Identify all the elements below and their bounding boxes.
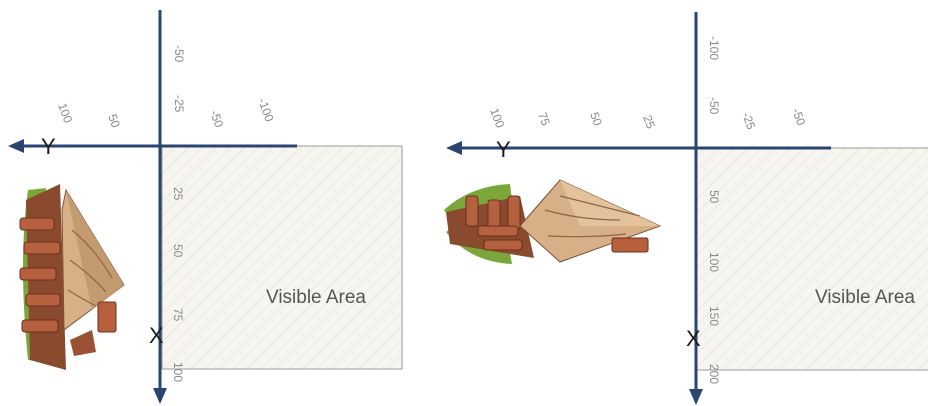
- visible-area-label: Visible Area: [815, 287, 915, 308]
- visible-area-box: [696, 147, 928, 371]
- tick-top: -25: [172, 95, 186, 113]
- visible-area-box: [161, 145, 403, 370]
- tick-x: 100: [707, 252, 721, 272]
- tick-y: -50: [789, 106, 808, 127]
- tick-x: 25: [171, 187, 185, 201]
- tick-y: 100: [55, 101, 75, 125]
- tick-y: 50: [105, 112, 123, 130]
- tick-y: 25: [640, 113, 658, 131]
- y-axis-label: Y: [496, 137, 511, 162]
- tick-top: -50: [707, 97, 721, 115]
- tick-x: 75: [171, 308, 185, 322]
- tick-y: -50: [207, 108, 226, 129]
- x-axis-arrowhead-icon: [153, 388, 167, 404]
- wooden-ship-sprite-icon: [444, 179, 662, 264]
- tick-y: -25: [739, 110, 758, 131]
- y-axis-arrowhead-icon: [8, 139, 24, 153]
- tick-top: -100: [707, 36, 721, 60]
- y-axis-arrowhead-icon: [446, 141, 462, 155]
- tick-x: 100: [171, 362, 185, 382]
- visible-area-label: Visible Area: [266, 287, 366, 308]
- tick-x: 50: [171, 244, 185, 258]
- right-diagram: Visible Area Y X -100 -50 100 75 50 25 -…: [444, 12, 928, 405]
- x-axis-arrowhead-icon: [689, 389, 703, 405]
- x-axis-label: X: [149, 323, 164, 348]
- x-axis-label: X: [686, 326, 701, 351]
- tick-y: -100: [255, 96, 276, 124]
- tick-x: 150: [707, 306, 721, 326]
- tick-y: 50: [587, 110, 605, 128]
- y-axis-label: Y: [41, 134, 56, 159]
- tick-x: 200: [707, 364, 721, 384]
- wooden-ship-sprite-icon: [19, 184, 125, 370]
- tick-top: -50: [172, 45, 186, 63]
- left-diagram: Visible Area Y X -50 -25 100 50 -50 -100…: [8, 10, 403, 404]
- tick-x: 50: [707, 190, 721, 204]
- tick-y: 75: [535, 110, 553, 128]
- tick-y: 100: [487, 106, 507, 130]
